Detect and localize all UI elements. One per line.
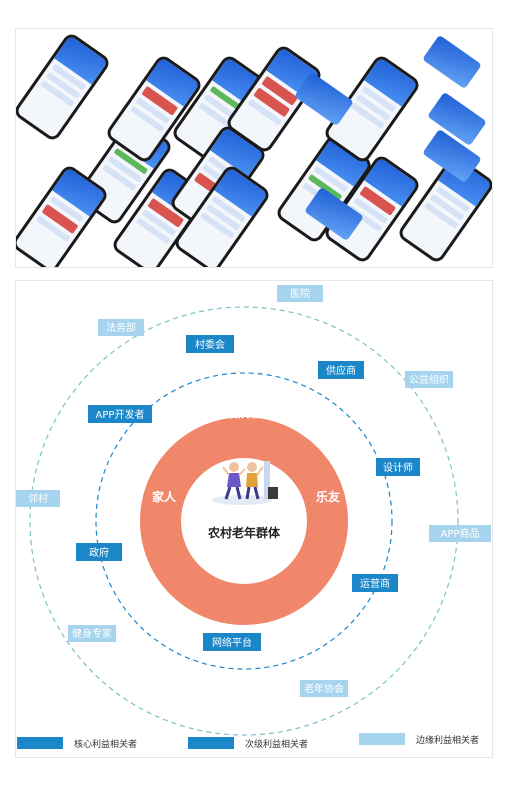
edge-stakeholder: 公益组织 xyxy=(405,371,453,388)
stakeholder-label: APP开发者 xyxy=(96,408,145,421)
legend-label-secondary: 次级利益相关者 xyxy=(245,738,308,750)
outer-orbit xyxy=(29,306,459,736)
stakeholder-label: 供应商 xyxy=(326,364,356,377)
center-label: 农村老年群体 xyxy=(207,525,281,540)
ring-label-left: 家人 xyxy=(152,489,177,504)
ring-label-bottom: 志愿者 xyxy=(226,567,262,582)
core-stakeholder: 网络平台 xyxy=(203,633,261,651)
edge-stakeholder: 医院 xyxy=(277,285,323,302)
stakeholder-label: 网络平台 xyxy=(212,636,252,649)
stakeholder-label: 村委会 xyxy=(195,338,225,351)
stakeholder-label: 公益组织 xyxy=(409,373,449,386)
stakeholder-label: 老年协会 xyxy=(304,682,344,695)
core-stakeholder: 供应商 xyxy=(318,361,364,379)
stakeholder-label: 法务部 xyxy=(106,321,136,334)
phone-mockup xyxy=(396,153,492,265)
card-mockup xyxy=(422,34,482,90)
legend-swatch-secondary xyxy=(188,737,234,749)
core-stakeholder: 设计师 xyxy=(376,458,420,476)
legend-swatch-core xyxy=(17,737,63,749)
legend: 核心利益相关者 次级利益相关者 边缘利益相关者 xyxy=(17,733,479,750)
stakeholder-label: 邻村 xyxy=(28,492,48,505)
app-mockup-showcase xyxy=(15,28,493,268)
stakeholder-svg: 农村老年群体 幸福院社工 志愿者 家人 乐友 村委会 供应商 设计师 运营商 网… xyxy=(16,285,491,750)
stakeholder-label: 政府 xyxy=(89,546,109,559)
stakeholder-label: APP商品 xyxy=(441,527,480,540)
edge-stakeholder: 健身专家 xyxy=(68,625,116,642)
legend-label-core: 核心利益相关者 xyxy=(74,738,137,750)
stakeholder-diagram: 农村老年群体 幸福院社工 志愿者 家人 乐友 村委会 供应商 设计师 运营商 网… xyxy=(15,280,493,758)
legend-label-edge: 边缘利益相关者 xyxy=(416,734,479,746)
stakeholder-label: 设计师 xyxy=(383,461,413,474)
edge-stakeholder: 法务部 xyxy=(98,319,144,336)
stakeholder-label: 医院 xyxy=(290,287,310,300)
stakeholder-label: 健身专家 xyxy=(72,627,112,640)
core-stakeholder: 村委会 xyxy=(186,335,234,353)
legend-swatch-edge xyxy=(359,733,405,745)
stakeholder-label: 运营商 xyxy=(360,577,390,590)
edge-stakeholder: 邻村 xyxy=(16,490,60,507)
phone-mockup xyxy=(16,31,112,143)
inner-orbit xyxy=(95,372,393,670)
edge-stakeholder: 老年协会 xyxy=(300,680,348,697)
ring-label-right: 乐友 xyxy=(316,489,340,504)
ring-label-top: 幸福院社工 xyxy=(214,405,274,420)
core-stakeholder: APP开发者 xyxy=(88,405,152,423)
elderly-people-illustration xyxy=(212,461,278,505)
core-center xyxy=(181,458,307,584)
edge-stakeholder: APP商品 xyxy=(429,525,491,542)
core-stakeholder: 运营商 xyxy=(352,574,398,592)
core-stakeholder: 政府 xyxy=(76,543,122,561)
